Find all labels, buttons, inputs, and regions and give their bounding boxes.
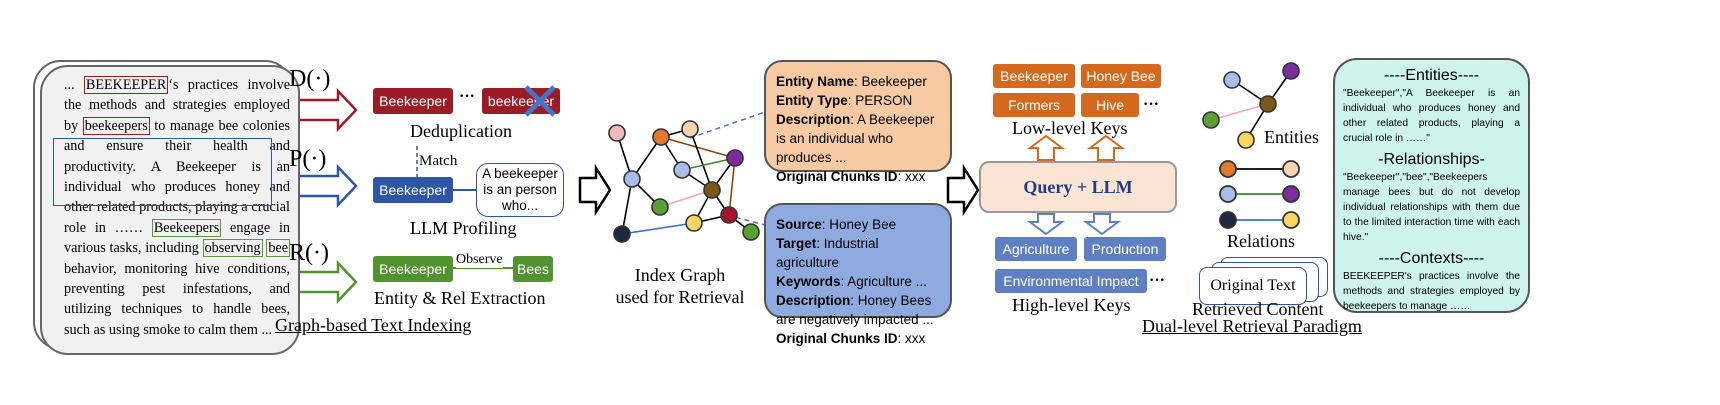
low-keys-label: Low-level Keys	[1012, 118, 1128, 138]
relation-chunk-value: xxx	[905, 331, 926, 346]
description-highlight	[53, 138, 272, 206]
source-document: ... BEEKEEPER‘s practices involve the me…	[40, 65, 300, 355]
relation-keywords-key: Keywords	[776, 274, 841, 289]
relation-source-value: Honey Bee	[829, 217, 897, 232]
to-query-arrow	[946, 163, 980, 217]
doc-text: ‘s practices involve the methods and str…	[64, 77, 290, 134]
retrieved-content-label: Retrieved Content	[1192, 299, 1324, 319]
entity-type-value: PERSON	[855, 93, 913, 108]
context-relationships-heading: -Relationships-	[1378, 151, 1485, 168]
low-keys-ellipsis: ···	[1143, 96, 1160, 113]
context-entities-text: "Beekeeper","A Beekeeper is an individua…	[1343, 88, 1520, 144]
indexing-section-title: Graph-based Text Indexing	[275, 315, 472, 335]
entity-chunk-value: xxx	[905, 169, 926, 184]
extract-label: Entity & Rel Extraction	[374, 288, 546, 308]
relation-target-key: Target	[776, 236, 817, 251]
low-key: Hive	[1081, 93, 1139, 117]
entity-name-value: Beekeeper	[861, 74, 927, 89]
index-graph-label-line2: used for Retrieval	[615, 287, 745, 307]
entity-highlight: Beekeepers	[151, 218, 222, 237]
high-keys-label: High-level Keys	[1012, 295, 1131, 315]
index-graph	[608, 120, 760, 243]
relation-source-key: Source	[776, 217, 822, 232]
doc-text: ...	[64, 77, 75, 93]
down-arrow-left	[1027, 213, 1065, 236]
dedup-ellipsis: ···	[459, 88, 476, 105]
entity-type-key: Entity Type	[776, 93, 848, 108]
extract-source-tag: Beekeeper	[373, 256, 453, 282]
high-key: Agriculture	[995, 237, 1077, 261]
entity-card: Entity Name: Beekeeper Entity Type: PERS…	[764, 60, 952, 184]
query-llm-box: Query + LLM	[979, 161, 1177, 213]
relation-chunk-key: Original Chunks ID	[776, 331, 898, 346]
entity-desc-value: A Beekeeper is an individual who produce…	[776, 112, 935, 165]
index-graph-label: Index Graph used for Retrieval	[602, 264, 758, 308]
retrieval-section-title: Dual-level Retrieval Paradigm	[1142, 316, 1362, 336]
to-graph-arrow	[578, 163, 612, 217]
context-contexts-heading: ----Contexts----	[1378, 250, 1485, 267]
context-contexts-text: BEEKEEPER's practices involve the method…	[1343, 271, 1520, 312]
high-key: Production	[1084, 237, 1166, 261]
low-key: Honey Bee	[1081, 64, 1161, 88]
high-key: Environmental Impact	[995, 269, 1147, 293]
remove-cross-icon	[524, 85, 556, 117]
dedup-entity-tag: Beekeeper	[373, 88, 453, 114]
extract-target-tag: Bees	[513, 256, 553, 282]
entity-chunk-key: Original Chunks ID	[776, 169, 898, 184]
dedup-label: Deduplication	[410, 121, 512, 141]
relation-desc-key: Description	[776, 293, 851, 308]
profile-entity-tag: Beekeeper	[373, 177, 453, 203]
profile-label: LLM Profiling	[410, 218, 517, 238]
up-arrow-right	[1087, 134, 1125, 161]
relation-keywords-value: Agriculture ...	[847, 274, 927, 289]
retrieved-entities-graph	[1202, 62, 1300, 149]
relation-label: Observe	[456, 252, 503, 268]
entity-highlight: beekeepers	[82, 116, 150, 135]
context-entities-heading: ----Entities----	[1383, 67, 1480, 84]
doc-text: behavior, monitoring hive conditions, pr…	[64, 260, 290, 338]
entity-name-key: Entity Name	[776, 74, 855, 89]
profile-operator: P(·)	[289, 146, 327, 172]
low-key: Formers	[993, 93, 1075, 117]
dedup-operator: D(·)	[289, 66, 331, 92]
relation-target-value: Industrial agriculture	[776, 236, 879, 270]
original-text-card: Original Text	[1199, 267, 1307, 305]
profile-bubble: A beekeeper is an person who...	[476, 163, 564, 217]
retrieved-relations	[1219, 160, 1300, 229]
index-graph-label-line1: Index Graph	[634, 265, 726, 285]
relations-label: Relations	[1227, 231, 1295, 251]
up-arrow-left	[1027, 134, 1065, 161]
entity-highlight: observing	[202, 239, 263, 258]
low-key: Beekeeper	[993, 64, 1075, 88]
entity-highlight: BEEKEEPER	[83, 76, 169, 94]
doc-text: engage in various tasks, including	[64, 219, 291, 257]
match-label: Match	[419, 153, 458, 169]
high-keys-ellipsis: ···	[1149, 272, 1166, 289]
relation-desc-value: Honey Bees are negatively impacted ...	[776, 293, 934, 327]
down-arrow-right	[1083, 213, 1121, 236]
entity-highlight: bee	[266, 239, 291, 258]
context-relationships-text: "Beekeeper","bee","Beekeepers manage bee…	[1343, 172, 1520, 243]
context-box: ----Entities---- "Beekeeper","A Beekeepe…	[1333, 58, 1530, 313]
entities-label: Entities	[1264, 127, 1319, 147]
doc-text: to manage bee colonies and ensure their …	[64, 117, 291, 236]
entity-desc-key: Description	[776, 112, 851, 127]
extract-operator: R(·)	[289, 240, 329, 266]
relation-card: Source: Honey Bee Target: Industrial agr…	[764, 203, 952, 346]
